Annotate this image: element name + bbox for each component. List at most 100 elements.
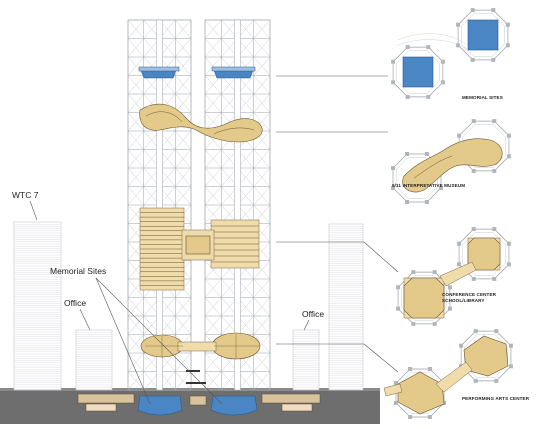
plan-octagon-inner <box>461 13 505 57</box>
plan-node <box>506 241 511 246</box>
tower-brace <box>175 167 192 187</box>
plan-octagon-inner <box>462 124 506 168</box>
tower-brace <box>127 334 144 354</box>
tower-brace <box>204 93 222 113</box>
plan-node <box>506 133 511 138</box>
plan-node <box>424 152 429 156</box>
tower-brace <box>127 130 144 150</box>
tower-brace <box>204 204 222 224</box>
plan-node <box>427 367 432 371</box>
plan-node <box>492 119 497 124</box>
tower-brace <box>253 149 271 169</box>
plan-memorial <box>391 8 510 99</box>
plan-node <box>411 321 416 326</box>
plan-octagon-inner <box>396 50 440 94</box>
tower-brace <box>127 19 144 39</box>
plan-node <box>494 329 499 334</box>
tower-brace <box>204 167 222 187</box>
tower-brace <box>127 38 144 58</box>
tower-brace <box>204 315 222 335</box>
tower-brace <box>175 297 192 317</box>
plan-node <box>492 168 497 173</box>
tower-brace <box>127 149 144 169</box>
wtc7-label: WTC 7 <box>12 190 39 200</box>
plan-node <box>457 241 462 246</box>
plan-node <box>473 378 478 383</box>
caption-conference-2: SCHOOL/LIBRARY <box>442 298 485 303</box>
tower-brace <box>175 149 192 169</box>
tower-brace <box>175 315 192 335</box>
tower-brace <box>204 56 222 76</box>
memorial-sites-side-label: Memorial Sites <box>50 266 106 276</box>
plan-node <box>439 185 443 190</box>
memorial-sites-leader-a <box>95 277 151 405</box>
tower-brace <box>253 130 271 150</box>
plan-node <box>394 381 398 386</box>
plan-node <box>405 152 410 156</box>
walkway-bar-upper <box>186 370 200 372</box>
plan-node <box>470 8 475 13</box>
plan-node <box>471 276 476 281</box>
plan-node <box>506 262 511 267</box>
plan-node <box>471 227 476 232</box>
foundation-memorial-pools <box>137 395 258 416</box>
plan-node <box>508 364 513 369</box>
tower-brace <box>204 149 222 169</box>
leader-performing-b <box>363 343 399 373</box>
tower-brace <box>204 186 222 206</box>
tower-brace <box>175 352 192 372</box>
plan-node <box>447 285 452 290</box>
plan-node <box>424 200 429 204</box>
tower-brace <box>204 278 222 298</box>
tower-brace <box>175 371 192 391</box>
plan-museum <box>391 119 511 204</box>
tower-brace <box>127 56 144 76</box>
plan-node <box>470 57 475 62</box>
plan-node <box>447 306 452 311</box>
tower-brace <box>204 19 222 39</box>
tower-brace <box>253 19 271 39</box>
walkway-bar <box>186 382 206 384</box>
leader-conference-b <box>363 241 399 273</box>
plan-node <box>505 22 510 27</box>
plan-performing <box>383 329 513 419</box>
tower-brace <box>204 371 222 391</box>
office-left-leader <box>79 308 91 331</box>
office-left-building <box>75 329 113 391</box>
basement-slabs <box>77 393 321 412</box>
wtc7-building <box>13 221 62 391</box>
tower-brace <box>253 352 271 372</box>
tower-brace <box>253 186 271 206</box>
tower-brace <box>175 93 192 113</box>
tower-core <box>156 19 163 391</box>
tower-brace <box>127 167 144 187</box>
tower-brace <box>204 112 222 132</box>
tower-brace <box>253 38 271 58</box>
plan-node <box>405 45 410 50</box>
plan-node <box>411 270 416 275</box>
plan-conference <box>396 227 511 326</box>
tower-brace <box>253 93 271 113</box>
tower-brace <box>253 167 271 187</box>
right-tall-building <box>328 223 364 391</box>
tower-brace <box>253 75 271 95</box>
plan-node <box>459 343 464 348</box>
tower-brace <box>127 371 144 391</box>
plan-node <box>426 45 431 50</box>
tower-brace <box>127 186 144 206</box>
tower-brace <box>253 315 271 335</box>
tower-brace <box>127 352 144 372</box>
plan-node <box>408 415 413 419</box>
tower-brace <box>204 38 222 58</box>
plan-node <box>492 227 497 232</box>
plan-node <box>405 200 410 204</box>
tower-brace <box>204 297 222 317</box>
plan-node <box>456 22 461 27</box>
plan-node <box>426 94 431 99</box>
tower-brace <box>175 75 192 95</box>
tower-brace <box>127 75 144 95</box>
performing-arts-volume <box>140 332 261 360</box>
plan-node <box>508 343 513 348</box>
museum-volume <box>139 103 263 143</box>
